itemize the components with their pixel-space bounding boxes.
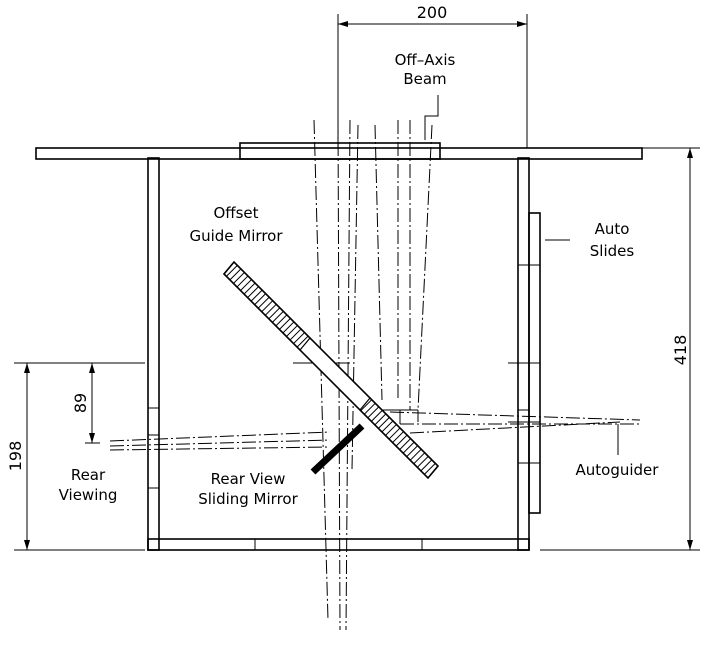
dimension-top-width: 200 [337,3,528,148]
dimension-top-width-label: 200 [417,3,448,22]
dimension-rear-height-label: 198 [6,441,25,472]
label-offset-2: Guide Mirror [189,227,283,245]
label-autoguider: Autoguider [576,461,660,479]
label-rear-view-1: Rear View [211,470,286,488]
label-off-axis-2: Beam [403,70,446,88]
label-auto-slides-1: Auto [595,220,630,238]
dimension-total-height: 418 [540,147,700,551]
label-auto-slides-2: Slides [590,242,635,260]
dimension-offset-height: 89 [71,362,100,444]
label-rear-view-2: Sliding Mirror [198,490,298,508]
dimension-offset-height-label: 89 [71,393,90,413]
label-rear-viewing-1: Rear [71,466,106,484]
label-rear-viewing-2: Viewing [59,486,118,504]
offset-guide-mirror [222,260,440,480]
label-offset-1: Offset [213,204,258,222]
light-beams [109,119,641,631]
top-plate [35,142,643,160]
label-off-axis-1: Off–Axis [395,51,456,69]
dimension-rear-height: 198 [6,362,145,551]
dimension-total-height-label: 418 [671,335,690,366]
rear-view-sliding-mirror [310,423,365,475]
leader-lines [424,95,619,455]
